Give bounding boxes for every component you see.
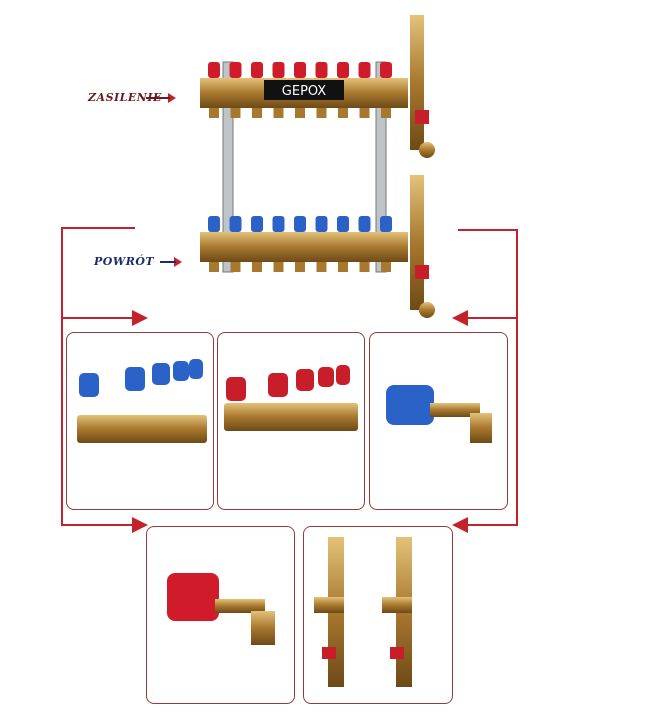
product-blue-cap[interactable]: [369, 332, 508, 510]
product-red-manifold[interactable]: [217, 332, 365, 510]
outlet-fitting: [209, 262, 219, 272]
return-valve: [337, 216, 349, 232]
product-vent-set[interactable]: [303, 526, 453, 704]
return-valve: [315, 216, 328, 232]
outlet-fitting: [230, 108, 241, 118]
product-blue-manifold[interactable]: [66, 332, 214, 510]
supply-valve: [337, 62, 349, 78]
gepox-logo: [264, 80, 344, 100]
return-valve: [251, 216, 263, 232]
supply-valve: [272, 62, 285, 78]
supply-manifold: GEPOX: [200, 62, 408, 118]
outlet-fitting: [359, 108, 370, 118]
return-manifold: [200, 216, 408, 272]
outlet-fitting: [359, 262, 370, 272]
outlet-fitting: [273, 262, 284, 272]
flow-arrows: [132, 93, 468, 533]
outlet-fitting: [381, 108, 391, 118]
outlet-fitting: [338, 108, 348, 118]
return-label: POWRÓT: [94, 255, 155, 268]
outlet-fitting: [252, 262, 262, 272]
flow-lines: [61, 227, 518, 526]
outlet-fitting: [273, 108, 284, 118]
outlet-fitting: [381, 262, 391, 272]
product-red-cap[interactable]: [146, 526, 295, 704]
return-valve: [229, 216, 242, 232]
supply-valve: [229, 62, 242, 78]
supply-valve: [358, 62, 371, 78]
supply-valve: [208, 62, 220, 78]
outlet-fitting: [338, 262, 348, 272]
supply-valve: [294, 62, 306, 78]
supply-valve: [251, 62, 263, 78]
vent-assembly-top: [410, 15, 435, 158]
outlet-fitting: [295, 108, 305, 118]
outlet-fitting: [209, 108, 219, 118]
supply-valve: [380, 62, 392, 78]
return-valve: [380, 216, 392, 232]
outlet-fitting: [230, 262, 241, 272]
outlet-fitting: [316, 108, 327, 118]
supply-valve: [315, 62, 328, 78]
brand-logo-text: GEPOX: [282, 84, 327, 99]
return-valve: [208, 216, 220, 232]
supply-label: ZASILENIE: [88, 91, 162, 104]
outlet-fitting: [316, 262, 327, 272]
outlet-fitting: [252, 108, 262, 118]
outlet-fitting: [295, 262, 305, 272]
return-valve: [358, 216, 371, 232]
return-valve: [294, 216, 306, 232]
vent-assembly-bottom: [410, 175, 435, 318]
return-valve: [272, 216, 285, 232]
